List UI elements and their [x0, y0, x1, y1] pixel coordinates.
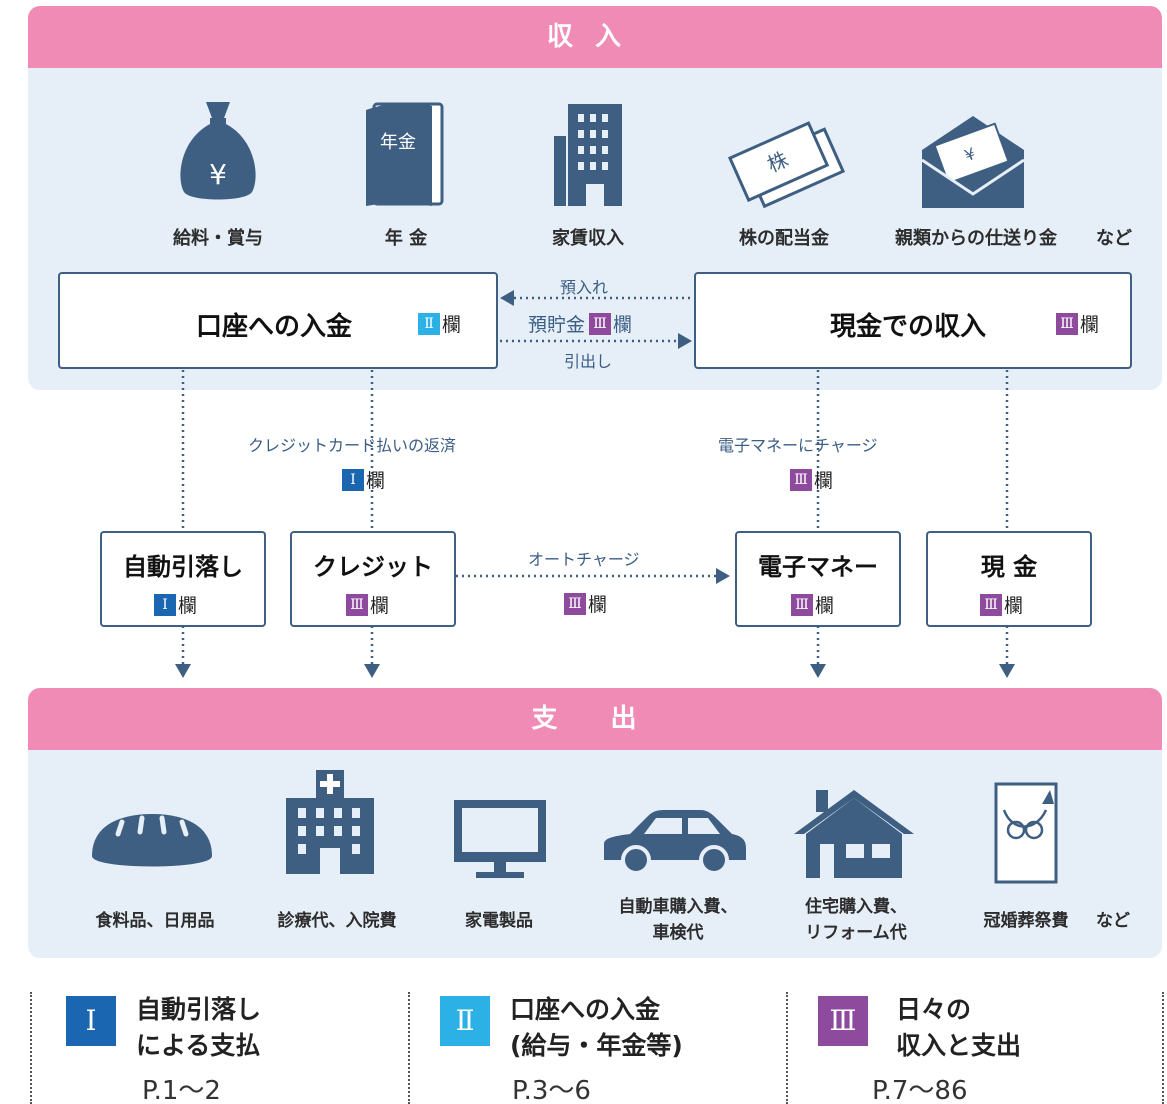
column-1-badge: Ⅰ — [342, 468, 364, 491]
method-box-emoney: 電子マネー Ⅲ 欄 — [735, 531, 901, 627]
building-icon — [554, 104, 622, 206]
column-1-badge: Ⅰ — [154, 593, 176, 616]
legend-divider — [786, 992, 788, 1104]
deposit-in-label: 預入れ — [560, 278, 609, 297]
column-3-badge: Ⅲ — [1056, 312, 1078, 335]
legend-page: P.1〜2 — [142, 1076, 221, 1104]
credit-repay-label: クレジットカード払いの返済 — [248, 436, 457, 455]
method-title: 自動引落し — [123, 553, 243, 581]
legend-divider — [1162, 992, 1164, 1104]
expense-label-appliance: 家電製品 — [465, 911, 533, 931]
method-box-cash: 現 金 Ⅲ 欄 — [926, 531, 1092, 627]
emoney-charge-label: 電子マネーにチャージ — [718, 436, 878, 455]
cash-box: 現金での収入 Ⅲ 欄 — [694, 272, 1132, 369]
legend-page: P.7〜86 — [872, 1076, 968, 1104]
expense-label-car-2: 車検代 — [652, 923, 704, 943]
method-box-auto-debit: 自動引落し Ⅰ 欄 — [100, 531, 266, 627]
column-word: 欄 — [814, 470, 834, 492]
column-3-badge: Ⅲ — [790, 468, 812, 491]
flow-connectors — [175, 290, 1015, 678]
withdraw-label: 引出し — [564, 352, 613, 371]
bread-icon — [92, 814, 212, 867]
method-tag: Ⅲ 欄 — [346, 591, 389, 618]
pension-book-icon: 年金 — [366, 102, 444, 206]
column-1-badge: Ⅰ — [66, 996, 116, 1046]
legend-line2: 収入と支出 — [896, 1031, 1022, 1060]
column-3-badge: Ⅲ — [346, 593, 368, 616]
method-tag: Ⅲ 欄 — [791, 591, 834, 618]
expense-label-ceremony: 冠婚葬祭費 — [983, 911, 1069, 931]
legend-item-3: Ⅲ 日々の 収入と支出 P.7〜86 — [818, 995, 1138, 1104]
hospital-icon — [286, 770, 374, 874]
column-2-badge: Ⅱ — [440, 996, 490, 1046]
column-3-badge: Ⅲ — [589, 312, 612, 335]
gift-envelope-icon — [994, 782, 1058, 884]
column-3-badge: Ⅲ — [564, 592, 586, 615]
expense-label-house-1: 住宅購入費、 — [805, 897, 907, 917]
column-3-badge: Ⅲ — [791, 593, 813, 616]
column-word: 欄 — [613, 314, 633, 336]
method-title: クレジット — [313, 553, 433, 581]
legend-item-1: Ⅰ 自動引落し による支払 P.1〜2 — [66, 995, 386, 1104]
method-tag: Ⅰ 欄 — [154, 591, 197, 618]
column-word: 欄 — [1004, 595, 1024, 617]
income-label-salary: 給料・賞与 — [173, 228, 263, 249]
legend-line1: 自動引落し — [136, 995, 262, 1024]
expense-etc-label: など — [1096, 911, 1130, 931]
expense-label-food: 食料品、日用品 — [95, 911, 215, 931]
column-3-badge: Ⅲ — [980, 593, 1002, 616]
income-label-pension: 年 金 — [384, 228, 428, 249]
income-label-remittance: 親類からの仕送り金 — [895, 228, 1057, 249]
envelope-money-icon: ¥ — [921, 116, 1025, 208]
svg-text:年金: 年金 — [380, 132, 416, 153]
television-icon — [454, 800, 546, 878]
income-etc-label: など — [1096, 228, 1132, 249]
legend-line1: 日々の — [896, 995, 972, 1024]
legend-line2: (給与・年金等) — [510, 1031, 683, 1060]
column-word: 欄 — [366, 470, 386, 492]
column-word: 欄 — [370, 595, 390, 617]
savings-label: 預貯金 — [528, 314, 586, 336]
legend-item-2: Ⅱ 口座への入金 (給与・年金等) P.3〜6 — [440, 995, 770, 1104]
method-title: 電子マネー — [758, 553, 878, 581]
income-label-dividend: 株の配当金 — [739, 228, 829, 249]
deposit-box-tag: Ⅱ 欄 — [418, 310, 461, 337]
expense-label-car-1: 自動車購入費、 — [618, 897, 738, 917]
cash-box-tag: Ⅲ 欄 — [1056, 310, 1099, 337]
stock-certificate-icon: 株 — [727, 121, 846, 209]
auto-charge-tag: Ⅲ 欄 — [564, 590, 607, 617]
expense-label-medical: 診療代、入院費 — [277, 911, 397, 931]
income-label-rent: 家賃収入 — [552, 228, 624, 249]
svg-text:¥: ¥ — [209, 158, 227, 191]
cash-box-title: 現金での収入 — [830, 312, 987, 342]
column-2-badge: Ⅱ — [418, 312, 440, 335]
column-word: 欄 — [178, 595, 198, 617]
credit-repay-tag: Ⅰ 欄 — [342, 466, 385, 493]
emoney-charge-tag: Ⅲ 欄 — [790, 466, 833, 493]
legend-line1: 口座への入金 — [510, 995, 661, 1024]
column-word: 欄 — [815, 595, 835, 617]
deposit-box: 口座への入金 Ⅱ 欄 — [58, 272, 498, 369]
column-word: 欄 — [1080, 314, 1100, 336]
column-word: 欄 — [442, 314, 462, 336]
money-bag-icon: ¥ — [180, 102, 256, 200]
column-3-badge: Ⅲ — [818, 996, 868, 1046]
legend-page: P.3〜6 — [512, 1076, 591, 1104]
deposit-box-title: 口座への入金 — [196, 312, 353, 342]
legend-divider — [408, 992, 410, 1104]
legend-divider — [30, 992, 32, 1104]
auto-charge-label: オートチャージ — [528, 550, 640, 569]
column-word: 欄 — [588, 594, 608, 616]
method-box-credit: クレジット Ⅲ 欄 — [290, 531, 456, 627]
method-tag: Ⅲ 欄 — [980, 591, 1023, 618]
savings-tag: 預貯金 Ⅲ 欄 — [528, 310, 632, 337]
method-title: 現 金 — [980, 553, 1038, 581]
house-icon — [794, 790, 914, 878]
car-icon — [604, 810, 746, 874]
expense-header: 支 出 — [28, 688, 1162, 750]
income-header: 収入 — [28, 6, 1162, 68]
legend-line2: による支払 — [136, 1031, 261, 1060]
expense-label-house-2: リフォーム代 — [805, 923, 907, 943]
